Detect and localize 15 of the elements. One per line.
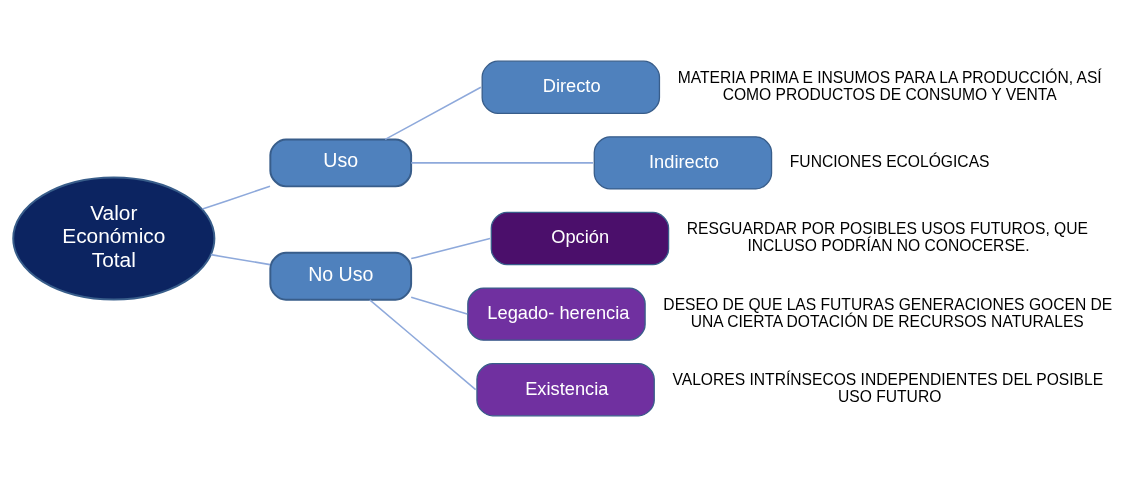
connector	[384, 86, 482, 141]
connector	[410, 162, 594, 164]
node-label: RESGUARDAR POR POSIBLES USOS FUTUROS, QUE INCLUSO PODRÍAN NO CONOCERSE.	[686, 220, 1088, 255]
node-label: DESEO DE QUE LAS FUTURAS GENERACIONES GOCEN DE UNA CIERTA DOTACIÓN DE RECURSOS NATURALES	[663, 295, 1113, 330]
node-label: MATERIA PRIMA E INSUMOS PARA LA PRODUCCIÓN, ASÍ COMO PRODUCTOS DE CONSUMO Y VENTA	[677, 68, 1102, 103]
connector	[201, 185, 271, 210]
connector	[410, 237, 491, 260]
node-ellipse: Valor Económico Total	[12, 176, 216, 301]
connector	[368, 299, 477, 391]
connector	[210, 253, 271, 266]
node-label: VALORES INTRÍNSECOS INDEPENDIENTES DEL POSIBLE USO FUTURO	[672, 371, 1104, 406]
connector	[410, 296, 468, 315]
node-box: Uso	[269, 138, 413, 188]
node-box: No Uso	[269, 251, 413, 301]
node-label: FUNCIONES ECOLÓGICAS	[789, 152, 990, 170]
